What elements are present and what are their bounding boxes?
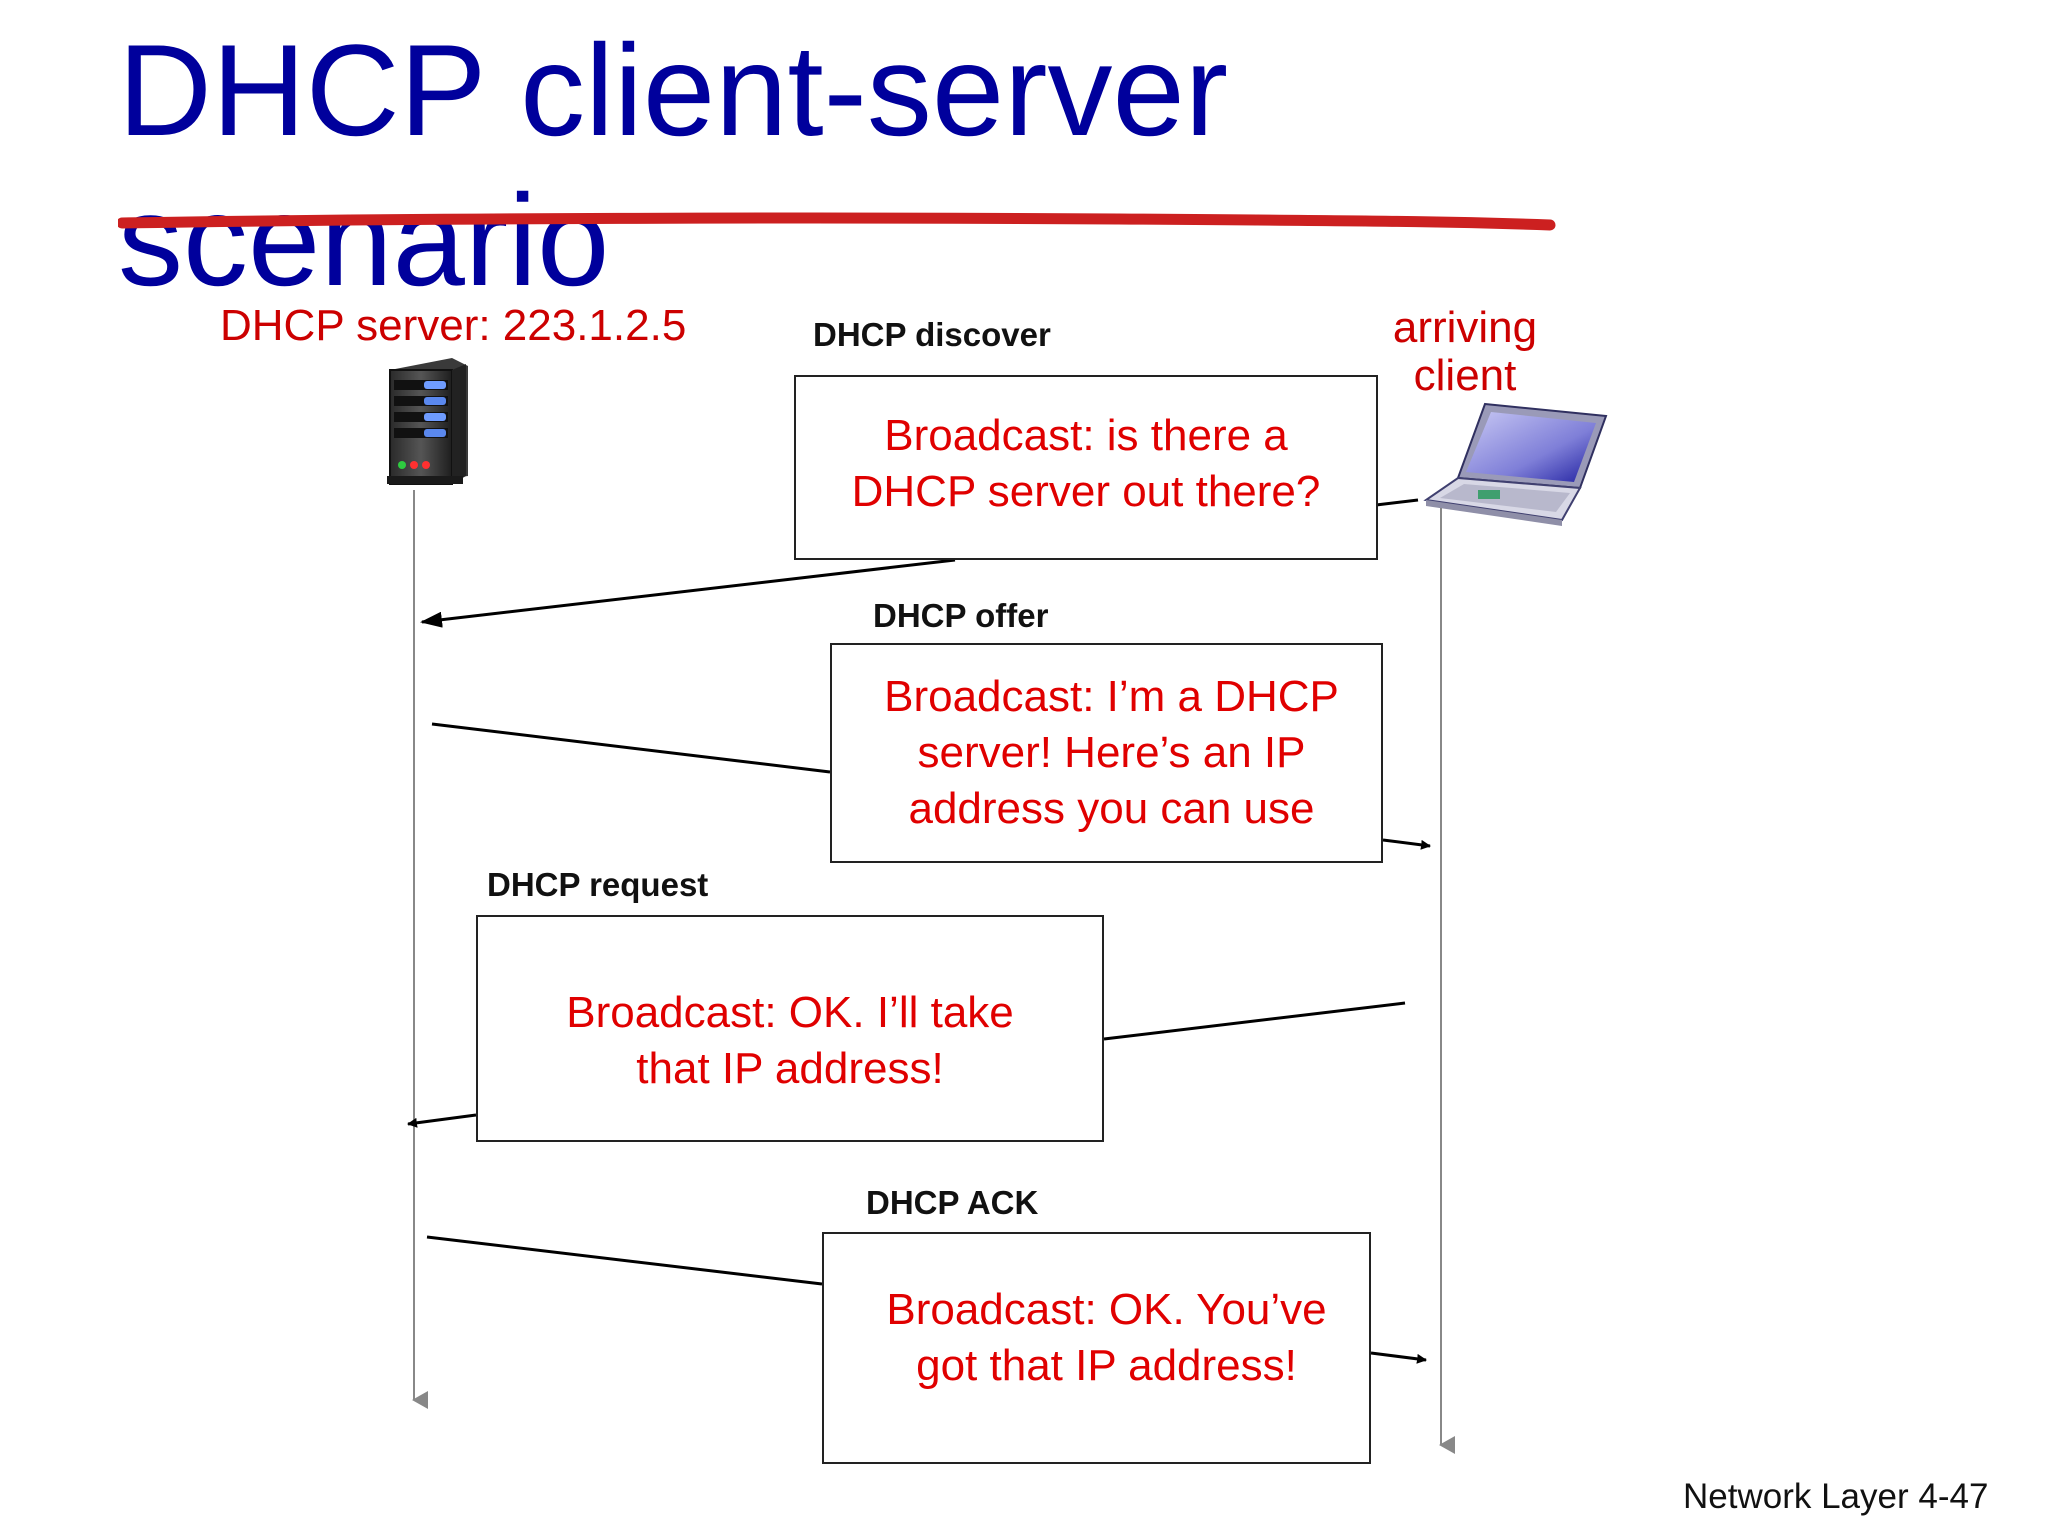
message-box-discover: Broadcast: is there a DHCP server out th… xyxy=(794,375,1378,560)
slide-title-line-1: DHCP client-server xyxy=(118,17,1229,163)
slide-footer: Network Layer 4-47 xyxy=(1683,1477,1989,1516)
slide-title-line-2: scenario xyxy=(118,167,610,313)
discover-arrow-start xyxy=(1375,498,1419,507)
message-text-offer: Broadcast: I’m a DHCP server! Here’s an … xyxy=(884,672,1339,833)
ack-arrow-start xyxy=(426,1235,823,1286)
server-label: DHCP server: 223.1.2.5 xyxy=(220,301,687,350)
request-arrow-start xyxy=(1103,1001,1406,1041)
message-text-request: Broadcast: OK. I’ll take that IP address… xyxy=(566,987,1014,1093)
laptop-icon xyxy=(1423,402,1608,526)
client-label: arriving client xyxy=(1392,303,1538,400)
server-tower-icon xyxy=(387,358,468,485)
message-name-offer: DHCP offer xyxy=(873,597,1049,634)
discover-arrow xyxy=(420,558,956,628)
message-box-ack: Broadcast: OK. You’ve got that IP addres… xyxy=(822,1232,1371,1464)
ack-arrow xyxy=(1370,1351,1427,1364)
offer-arrow xyxy=(1382,838,1431,850)
message-box-request: Broadcast: OK. I’ll take that IP address… xyxy=(476,915,1104,1142)
message-box-offer: Broadcast: I’m a DHCP server! Here’s an … xyxy=(830,643,1383,863)
message-name-discover: DHCP discover xyxy=(813,316,1051,353)
offer-arrow-start xyxy=(431,722,831,774)
message-name-request: DHCP request xyxy=(487,866,709,903)
message-name-ack: DHCP ACK xyxy=(866,1184,1039,1221)
message-text-ack: Broadcast: OK. You’ve got that IP addres… xyxy=(886,1285,1327,1390)
message-text-discover: Broadcast: is there a DHCP server out th… xyxy=(851,410,1321,516)
request-arrow xyxy=(407,1113,477,1128)
